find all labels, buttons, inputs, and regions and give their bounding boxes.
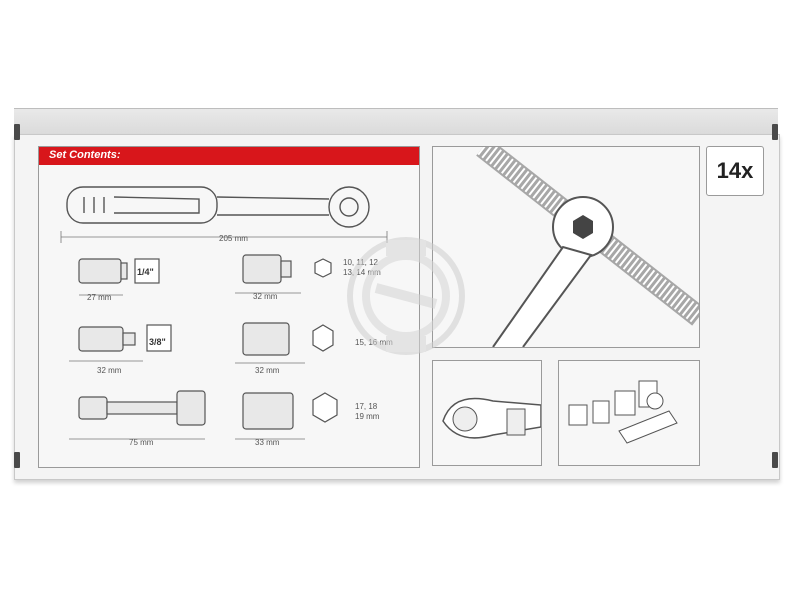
box-top-flap (14, 108, 778, 137)
socket-row-3-length-label: 33 mm (255, 438, 280, 447)
set-contents-drawing: 205 mm 27 mm 1/4" 32 mm 3/8" 75 mm (60, 186, 393, 447)
socket-row-2-drawing (242, 322, 334, 356)
socket-row-3-sizes-a: 17, 18 (355, 402, 378, 411)
box-corner-clip (772, 124, 778, 140)
extension-length-label: 75 mm (129, 438, 154, 447)
socket-row-1-sizes-b: 13, 14 mm (343, 268, 381, 277)
ratchet-length-label: 205 mm (219, 234, 248, 243)
watermark-logo (347, 237, 465, 355)
adapter-1-drawing (78, 258, 160, 284)
socket-row-3-sizes-b: 19 mm (355, 412, 380, 421)
socket-row-2-length-label: 32 mm (255, 366, 280, 375)
extension-drawing (78, 390, 206, 426)
usage-illustration-panel (432, 146, 700, 348)
set-contents-banner: Set Contents: (39, 147, 419, 165)
ratchet-drawing (66, 186, 370, 228)
set-contents-panel: Set Contents: 205 mm 27 mm 1/4" (38, 146, 420, 468)
sockets-detail-panel (558, 360, 700, 466)
box-corner-clip (772, 452, 778, 468)
ratchet-head-detail (442, 397, 541, 439)
adapter-2-length-label: 32 mm (97, 366, 122, 375)
set-contents-title: Set Contents: (49, 149, 121, 161)
box-corner-clip (14, 452, 20, 468)
sockets-group-detail (568, 380, 678, 444)
piece-count-badge: 14x (706, 146, 764, 196)
adapter-2-drawing (78, 324, 172, 352)
socket-row-1-length-label: 32 mm (253, 292, 278, 301)
adapter-1-length-label: 27 mm (87, 293, 112, 302)
adapter-2-drive-label: 3/8" (149, 337, 166, 347)
box-corner-clip (14, 124, 20, 140)
ratchet-detail-panel (432, 360, 542, 466)
adapter-1-drive-label: 1/4" (137, 267, 154, 277)
ratchet-on-bolt-illustration (476, 147, 699, 347)
socket-row-3-drawing (242, 392, 338, 430)
socket-row-1-drawing (242, 254, 332, 284)
